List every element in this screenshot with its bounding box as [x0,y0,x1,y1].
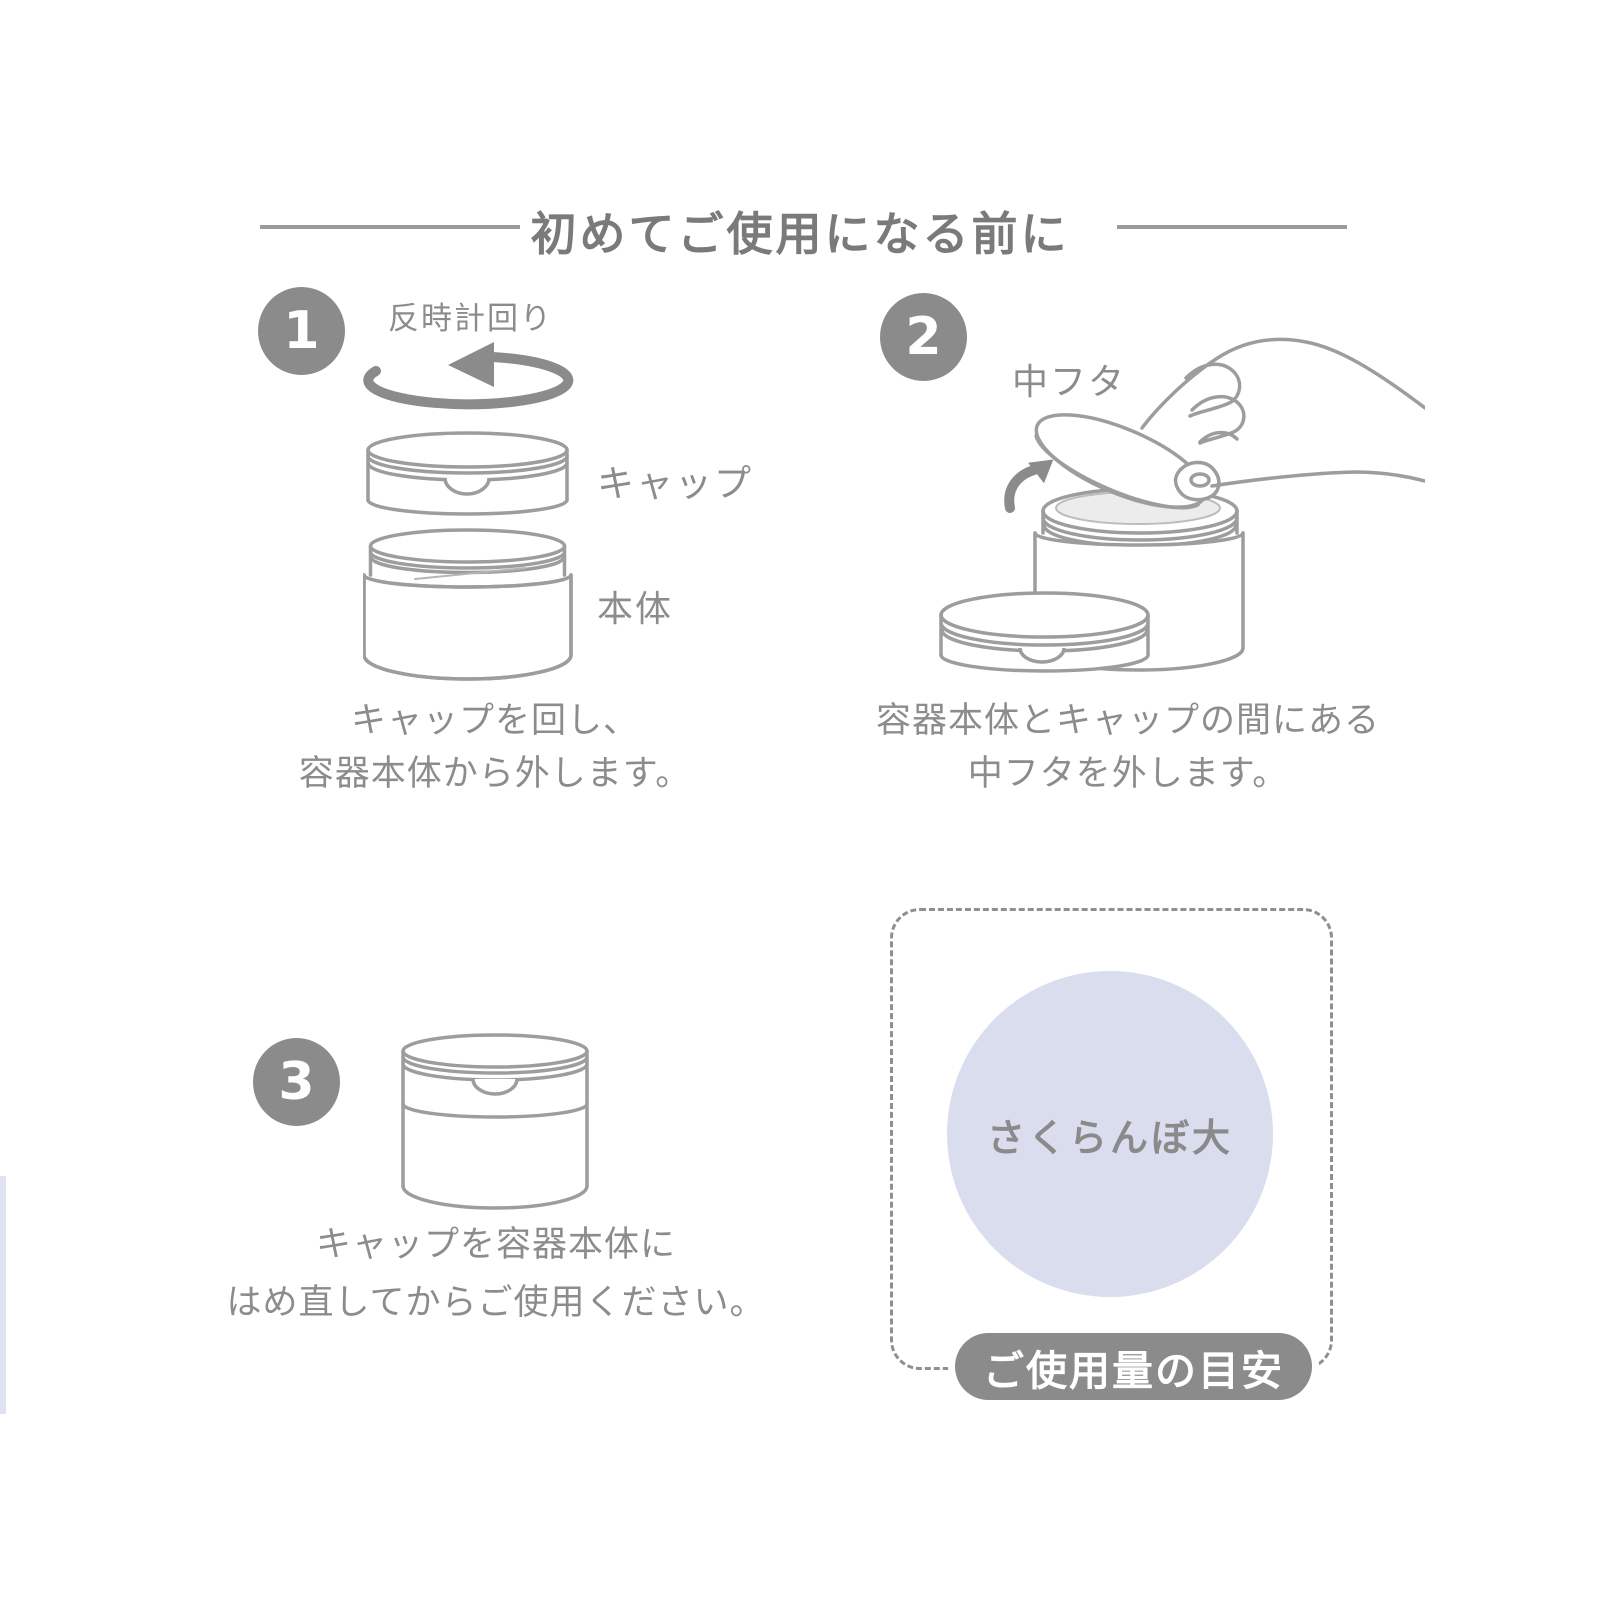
jar-body-drawing [363,528,573,681]
step-3-caption-line1: キャップを容器本体に [315,1225,676,1265]
inner-lid-label: 中フタ [1012,362,1127,403]
step-2-caption-line1: 容器本体とキャップの間にある [875,701,1380,741]
step-3-badge: 3 [253,1038,340,1126]
title-divider-right [1117,225,1347,229]
cap-label: キャップ [597,462,753,505]
counterclockwise-arrow-icon [363,342,574,410]
step-2-badge: 2 [880,293,967,381]
step-3-caption-line2: はめ直してからご使用ください。 [226,1283,766,1323]
title-divider-left [260,225,520,229]
cap-drawing [366,431,569,516]
hand-illustration [1140,337,1425,502]
step-1-badge: 1 [258,287,345,375]
step-2-caption-line2: 中フタを外します。 [967,754,1289,794]
page-edge-artifact [0,1176,6,1414]
inner-lid-removal-illustration [939,337,1425,673]
usage-amount-label: さくらんぼ大 [986,1115,1233,1160]
step-1-caption: キャップを回し、 容器本体から外します。 [195,695,795,801]
usage-amount-circle: さくらんぼ大 [947,971,1273,1297]
body-label: 本体 [597,589,674,630]
removed-cap-drawing [939,591,1150,673]
closed-jar-illustration [401,1033,589,1210]
step-2-caption: 容器本体とキャップの間にある 中フタを外します。 [828,695,1428,801]
rotation-direction-label: 反時計回り [388,301,553,337]
cap-and-jar-illustration [363,431,573,681]
step-1-caption-line2: 容器本体から外します。 [298,754,692,794]
step-1-caption-line1: キャップを回し、 [350,701,639,741]
step-3-caption: キャップを容器本体に はめ直してからご使用ください。 [196,1216,796,1332]
lift-arrow-icon [1004,459,1054,513]
usage-guide-badge: ご使用量の目安 [955,1333,1312,1400]
page-title: 初めてご使用になる前に [530,207,1070,261]
